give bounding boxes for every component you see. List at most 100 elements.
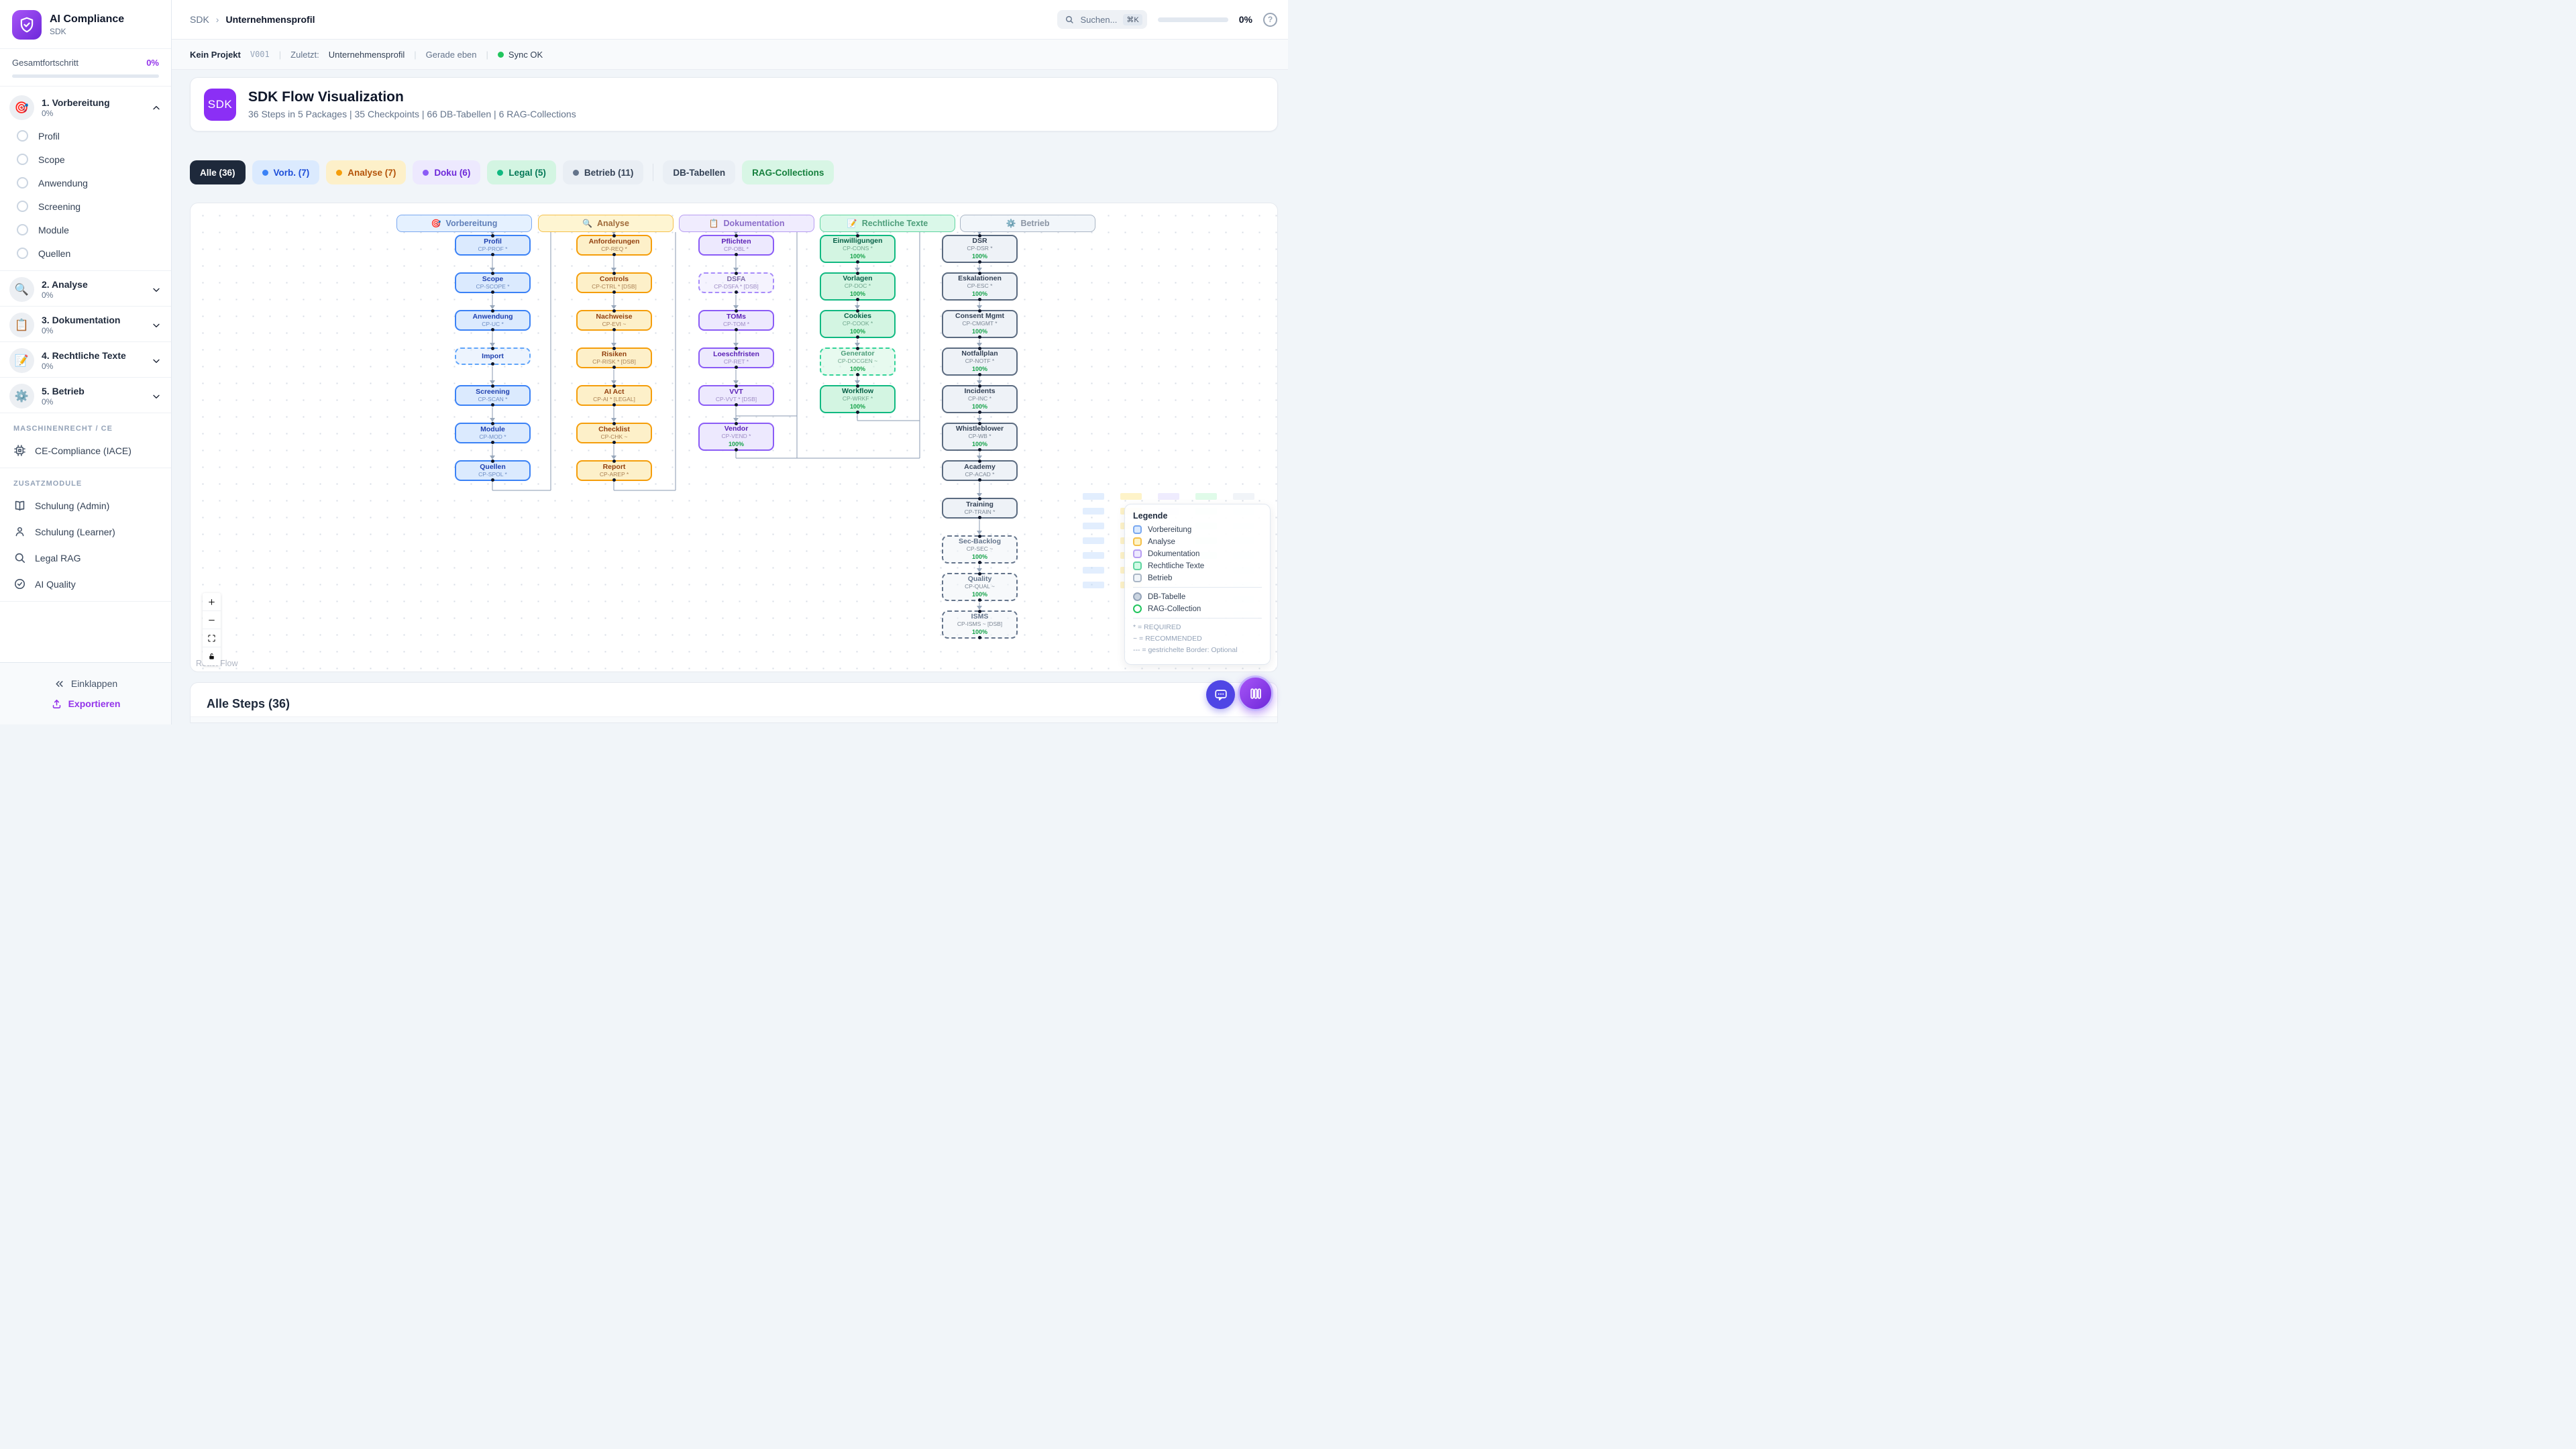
lock-button[interactable] xyxy=(203,647,221,665)
package-header-vorbereitung[interactable]: 🎯Vorbereitung xyxy=(396,215,532,232)
zoom-out-button[interactable] xyxy=(203,611,221,629)
sidebar-step-anwendung[interactable]: Anwendung xyxy=(9,171,162,195)
sdk-badge: SDK xyxy=(204,88,236,121)
kanban-view-button[interactable] xyxy=(1238,676,1273,711)
help-icon[interactable]: ? xyxy=(1263,12,1277,27)
fit-view-button[interactable] xyxy=(203,629,221,647)
flow-edge xyxy=(613,445,614,456)
legend-package-row: Analyse xyxy=(1133,537,1262,546)
filter-pill-db-tabellen[interactable]: DB-Tabellen xyxy=(663,160,736,184)
node-title: DSFA xyxy=(727,275,746,284)
package-progress: 0% xyxy=(42,362,54,371)
package-header-dokumentation[interactable]: 📋Dokumentation xyxy=(679,215,814,232)
node-code: CP-TRAIN * xyxy=(964,508,996,516)
flow-controls xyxy=(203,593,221,665)
flow-edge-arrowhead xyxy=(733,380,739,384)
package-header-rechtliche-texte[interactable]: 📝Rechtliche Texte xyxy=(820,215,955,232)
search-button[interactable]: Suchen... ⌘K xyxy=(1057,10,1147,29)
sidebar-item-schulung-admin-[interactable]: Schulung (Admin) xyxy=(0,492,171,519)
filter-pill-vorb-7-[interactable]: Vorb. (7) xyxy=(252,160,320,184)
sync-status: Sync OK xyxy=(497,50,543,60)
zoom-in-button[interactable] xyxy=(203,593,221,611)
legend-swatch-icon xyxy=(1133,549,1142,558)
package-header-betrieb[interactable]: ⚙️Betrieb xyxy=(960,215,1095,232)
node-title: Anwendung xyxy=(472,313,513,321)
chat-button[interactable] xyxy=(1206,680,1235,709)
sidebar-step-scope[interactable]: Scope xyxy=(9,148,162,171)
package-header-analyse[interactable]: 🔍Analyse xyxy=(538,215,674,232)
flow-edge xyxy=(735,370,737,381)
flow-canvas[interactable]: React Flow Legende VorbereitungAnalyseDo… xyxy=(190,203,1278,672)
sidebar-step-quellen[interactable]: Quellen xyxy=(9,241,162,265)
filter-pill-rag-collections[interactable]: RAG-Collections xyxy=(742,160,835,184)
breadcrumb-sdk-link[interactable]: SDK xyxy=(190,14,209,25)
export-button[interactable]: Exportieren xyxy=(51,698,120,710)
flow-edge-arrowhead xyxy=(977,268,982,272)
node-title: Vorlagen xyxy=(843,274,873,282)
sidebar-item-legal-rag[interactable]: Legal RAG xyxy=(0,545,171,571)
shield-check-icon xyxy=(12,10,42,40)
filter-pill-analyse-7-[interactable]: Analyse (7) xyxy=(326,160,407,184)
package-emoji-icon: 🎯 xyxy=(9,95,34,120)
overall-progress-value: 0% xyxy=(146,58,159,68)
node-progress-value: 100% xyxy=(971,629,988,636)
sidebar-item-ai-quality[interactable]: AI Quality xyxy=(0,571,171,597)
filter-pill-betrieb-11-[interactable]: Betrieb (11) xyxy=(562,160,644,184)
sidebar-item-ce-compliance-iace-[interactable]: CE-Compliance (IACE) xyxy=(0,437,171,464)
step-status-circle-icon xyxy=(17,154,28,165)
filter-pill-doku-6-[interactable]: Doku (6) xyxy=(413,160,481,184)
version-badge: V001 xyxy=(250,50,270,59)
sidebar-step-screening[interactable]: Screening xyxy=(9,195,162,218)
sidebar-step-profil[interactable]: Profil xyxy=(9,124,162,148)
app-logo: AI Compliance SDK xyxy=(0,0,171,49)
sidebar-item-schulung-learner-[interactable]: Schulung (Learner) xyxy=(0,519,171,545)
collapse-sidebar-button[interactable]: Einklappen xyxy=(54,678,117,690)
filter-pill-legal-5-[interactable]: Legal (5) xyxy=(487,160,556,184)
filter-pill-alle-36-[interactable]: Alle (36) xyxy=(190,160,246,184)
sidebar-step-module[interactable]: Module xyxy=(9,218,162,241)
flow-edge-arrowhead xyxy=(490,380,495,384)
flow-node-import[interactable]: Import xyxy=(455,347,531,366)
